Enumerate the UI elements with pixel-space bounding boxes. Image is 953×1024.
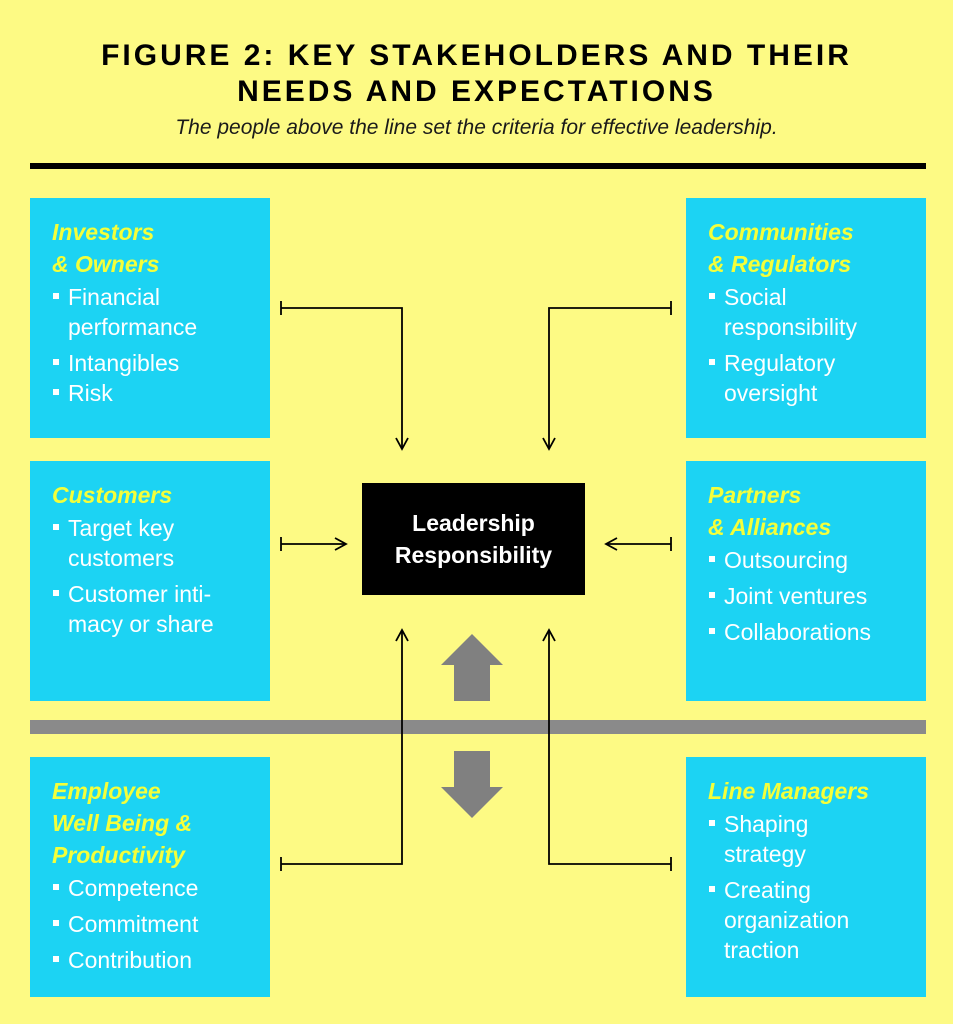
center-label-line-2: Responsibility	[394, 542, 553, 568]
top-divider	[30, 163, 926, 169]
employee-connector	[281, 628, 409, 865]
needs-list: Target key customers Customer inti- macy…	[52, 513, 260, 639]
investors-owners-box: Investors & Owners Financial performance…	[30, 198, 270, 438]
list-item: Shaping strategy	[708, 809, 916, 869]
figure-subtitle: The people above the line set the criter…	[175, 116, 778, 139]
list-item: Risk	[52, 378, 260, 408]
list-item: Outsourcing	[708, 545, 916, 575]
figure-title-line-1: FIGURE 2: KEY STAKEHOLDERS AND THEIR	[101, 39, 852, 72]
box-title: Partners & Alliances	[708, 482, 832, 540]
needs-list: Competence Commitment Contribution	[52, 873, 260, 975]
list-item: Contribution	[52, 945, 260, 975]
list-item: Creating organization traction	[708, 875, 916, 965]
figure-title: FIGURE 2: KEY STAKEHOLDERS AND THEIR NEE…	[0, 38, 953, 110]
list-item: Commitment	[52, 909, 260, 939]
list-item: Competence	[52, 873, 260, 903]
communities-connector	[542, 307, 671, 451]
investors-connector	[281, 307, 409, 451]
customers-box: Customers Target key customers Customer …	[30, 461, 270, 701]
partners-alliances-box: Partners & Alliances Outsourcing Joint v…	[686, 461, 926, 701]
list-item: Regulatory oversight	[708, 348, 916, 408]
leadership-responsibility-box: Leadership Responsibility	[362, 483, 585, 595]
list-item: Target key customers	[52, 513, 260, 573]
communities-regulators-box: Communities & Regulators Social responsi…	[686, 198, 926, 438]
line-managers-box: Line Managers Shaping strategy Creating …	[686, 757, 926, 997]
list-item: Joint ventures	[708, 581, 916, 611]
box-title: Communities & Regulators	[708, 219, 854, 277]
line-managers-connector	[542, 628, 671, 865]
list-item: Collaborations	[708, 617, 916, 647]
box-title: Line Managers	[708, 778, 870, 804]
employee-well-being-box: Employee Well Being & Productivity Compe…	[30, 757, 270, 997]
list-item: Social responsibility	[708, 282, 916, 342]
needs-list: Shaping strategy Creating organization t…	[708, 809, 916, 965]
center-label-line-1: Leadership	[412, 510, 535, 536]
box-title: Investors & Owners	[52, 219, 160, 277]
list-item: Intangibles	[52, 348, 260, 378]
up-arrow-icon	[441, 634, 503, 701]
figure-title-line-2: NEEDS AND EXPECTATIONS	[237, 75, 716, 108]
needs-list: Social responsibility Regulatory oversig…	[708, 282, 916, 408]
needs-list: Outsourcing Joint ventures Collaboration…	[708, 545, 916, 647]
list-item: Customer inti- macy or share	[52, 579, 260, 639]
box-title: Employee Well Being & Productivity	[52, 778, 193, 868]
list-item: Financial performance	[52, 282, 260, 342]
criteria-divider-line	[30, 720, 926, 734]
box-title: Customers	[52, 482, 173, 508]
needs-list: Financial performance Intangibles Risk	[52, 282, 260, 408]
down-arrow-icon	[441, 751, 503, 818]
